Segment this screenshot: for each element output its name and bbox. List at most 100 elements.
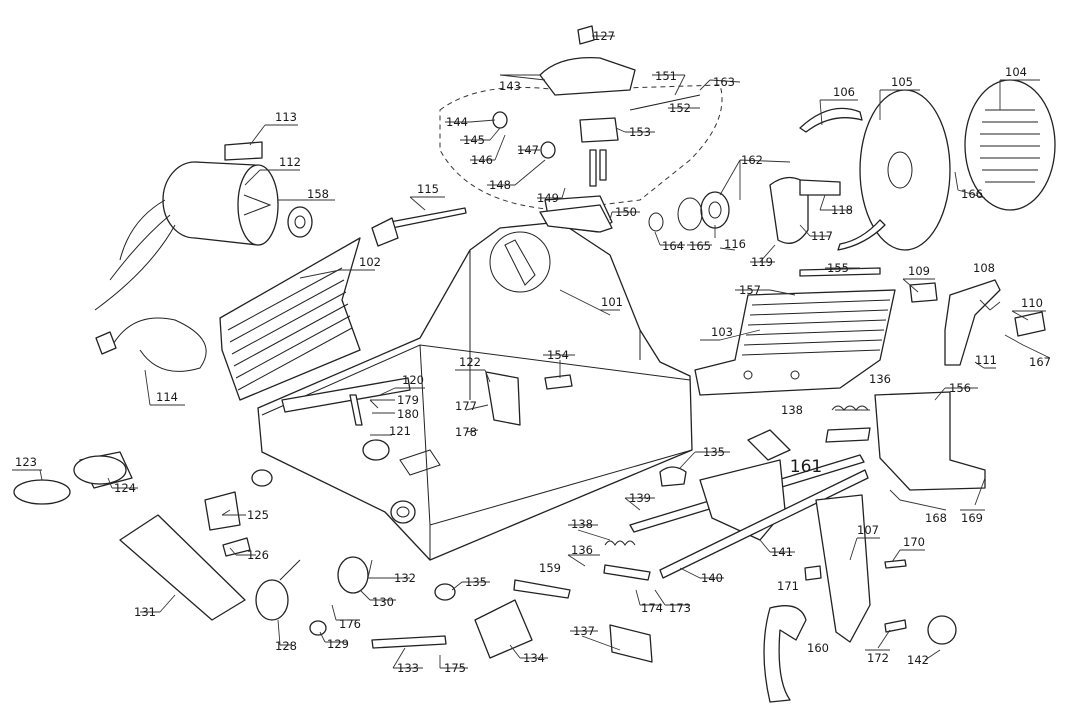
carriage-tray bbox=[694, 289, 896, 396]
label-128: 128 bbox=[275, 639, 297, 653]
label-140: 140 bbox=[701, 571, 723, 585]
label-106: 106 bbox=[833, 85, 855, 99]
label-115: 115 bbox=[417, 182, 439, 196]
label-145: 145 bbox=[463, 133, 485, 147]
label-126: 126 bbox=[247, 548, 269, 562]
carriage-rods bbox=[799, 267, 1046, 366]
lower-left-parts bbox=[13, 451, 369, 636]
label-129: 129 bbox=[327, 637, 349, 651]
label-177: 177 bbox=[455, 399, 477, 413]
label-179: 179 bbox=[397, 393, 419, 407]
label-163: 163 bbox=[713, 75, 735, 89]
label-154: 154 bbox=[547, 348, 569, 362]
label-120: 120 bbox=[402, 373, 424, 387]
bracket-113 bbox=[224, 141, 263, 161]
label-180: 180 bbox=[397, 407, 419, 421]
label-135b: 135 bbox=[465, 575, 487, 589]
label-111: 111 bbox=[975, 353, 997, 367]
label-136b: 136 bbox=[571, 543, 593, 557]
motor bbox=[94, 161, 279, 311]
label-122: 122 bbox=[459, 355, 481, 369]
label-146: 146 bbox=[471, 153, 493, 167]
leader-lines bbox=[12, 35, 1051, 669]
label-132: 132 bbox=[394, 571, 416, 585]
label-174: 174 bbox=[641, 601, 663, 615]
label-141: 141 bbox=[771, 545, 793, 559]
label-167: 167 bbox=[1029, 355, 1051, 369]
label-157: 157 bbox=[739, 283, 761, 297]
label-151: 151 bbox=[655, 69, 677, 83]
label-170: 170 bbox=[903, 535, 925, 549]
label-136a: 136 bbox=[869, 372, 891, 386]
label-124: 124 bbox=[114, 481, 136, 495]
label-112: 112 bbox=[279, 155, 301, 169]
label-176: 176 bbox=[339, 617, 361, 631]
label-116: 116 bbox=[724, 237, 746, 251]
blade-guard-ring bbox=[799, 107, 886, 251]
label-161: 161 bbox=[790, 457, 822, 477]
label-149: 149 bbox=[537, 191, 559, 205]
label-102: 102 bbox=[359, 255, 381, 269]
label-135a: 135 bbox=[703, 445, 725, 459]
blade-hub-assembly bbox=[648, 176, 841, 244]
label-118: 118 bbox=[831, 203, 853, 217]
label-109: 109 bbox=[908, 264, 930, 278]
label-164: 164 bbox=[662, 239, 684, 253]
label-150: 150 bbox=[615, 205, 637, 219]
label-160: 160 bbox=[807, 641, 829, 655]
lower-center-parts bbox=[371, 579, 653, 663]
label-173: 173 bbox=[669, 601, 691, 615]
label-110: 110 bbox=[1021, 296, 1043, 310]
label-152: 152 bbox=[669, 101, 691, 115]
label-137: 137 bbox=[573, 624, 595, 638]
label-175: 175 bbox=[444, 661, 466, 675]
label-133: 133 bbox=[397, 661, 419, 675]
main-housing bbox=[257, 221, 693, 561]
label-166: 166 bbox=[961, 187, 983, 201]
label-130: 130 bbox=[372, 595, 394, 609]
part-labels: 101 102 103 104 105 106 107 108 109 110 … bbox=[15, 29, 1051, 675]
label-159: 159 bbox=[539, 561, 561, 575]
label-117: 117 bbox=[811, 229, 833, 243]
label-105: 105 bbox=[891, 75, 913, 89]
label-125: 125 bbox=[247, 508, 269, 522]
label-168: 168 bbox=[925, 511, 947, 525]
label-143: 143 bbox=[499, 79, 521, 93]
label-165: 165 bbox=[689, 239, 711, 253]
label-158: 158 bbox=[307, 187, 329, 201]
label-144: 144 bbox=[446, 115, 468, 129]
adjust-rod bbox=[371, 207, 467, 247]
label-121: 121 bbox=[389, 424, 411, 438]
label-156: 156 bbox=[949, 381, 971, 395]
label-107: 107 bbox=[857, 523, 879, 537]
label-155: 155 bbox=[827, 261, 849, 275]
label-162: 162 bbox=[741, 153, 763, 167]
label-108: 108 bbox=[973, 261, 995, 275]
label-123: 123 bbox=[15, 455, 37, 469]
label-101: 101 bbox=[601, 295, 623, 309]
label-139: 139 bbox=[629, 491, 651, 505]
label-134: 134 bbox=[523, 651, 545, 665]
label-147: 147 bbox=[517, 143, 539, 157]
label-138a: 138 bbox=[781, 403, 803, 417]
right-lower-assembly bbox=[603, 391, 986, 703]
top-cover-assembly bbox=[439, 25, 723, 233]
label-113: 113 bbox=[275, 110, 297, 124]
label-131: 131 bbox=[134, 605, 156, 619]
label-127: 127 bbox=[593, 29, 615, 43]
label-178: 178 bbox=[455, 425, 477, 439]
label-114: 114 bbox=[156, 390, 178, 404]
label-104: 104 bbox=[1005, 65, 1027, 79]
power-cord bbox=[95, 317, 207, 372]
slicing-guard bbox=[219, 237, 361, 401]
label-148: 148 bbox=[489, 178, 511, 192]
label-138b: 138 bbox=[571, 517, 593, 531]
label-172: 172 bbox=[867, 651, 889, 665]
blade-disc bbox=[859, 89, 951, 251]
label-153: 153 bbox=[629, 125, 651, 139]
front-details bbox=[281, 371, 573, 461]
label-142: 142 bbox=[907, 653, 929, 667]
motor-cap bbox=[287, 206, 313, 238]
sharpener-block bbox=[539, 204, 613, 233]
